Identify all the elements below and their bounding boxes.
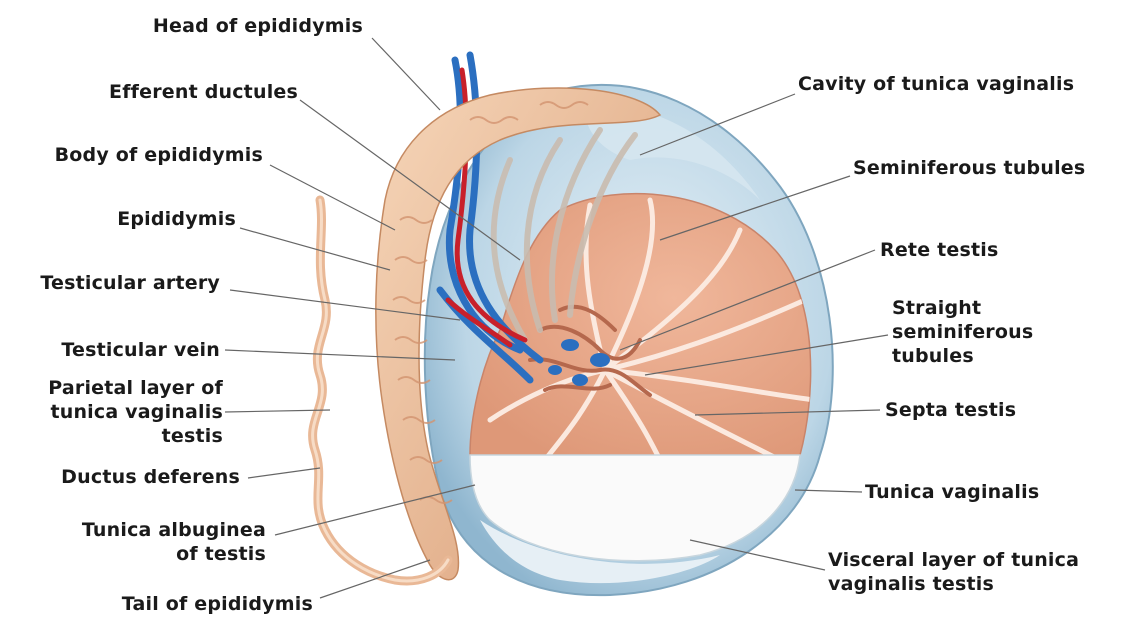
label-straight-line-2: seminiferous <box>892 320 1033 344</box>
label-tunica-albuginea: Tunica albuginea of testis <box>82 518 266 566</box>
label-visceral-line-2: vaginalis testis <box>828 572 1079 596</box>
label-straight-line-3: tubules <box>892 344 1033 368</box>
label-septa-testis: Septa testis <box>885 398 1016 422</box>
label-body-of-epididymis: Body of epididymis <box>55 143 263 167</box>
label-visceral-line-1: Visceral layer of tunica <box>828 548 1079 572</box>
label-straight-line-1: Straight <box>892 296 1033 320</box>
label-ductus-deferens: Ductus deferens <box>61 465 240 489</box>
label-albuginea-line-1: Tunica albuginea <box>82 518 266 542</box>
label-testicular-vein: Testicular vein <box>61 338 220 362</box>
label-straight-seminiferous-tubules: Straight seminiferous tubules <box>892 296 1033 368</box>
label-parietal-line-3: testis <box>48 424 223 448</box>
label-efferent-ductules: Efferent ductules <box>109 80 298 104</box>
label-testicular-artery: Testicular artery <box>40 271 220 295</box>
label-parietal-line-1: Parietal layer of <box>48 376 223 400</box>
label-parietal-layer: Parietal layer of tunica vaginalis testi… <box>48 376 223 448</box>
label-tunica-vaginalis: Tunica vaginalis <box>865 480 1039 504</box>
label-parietal-line-2: tunica vaginalis <box>48 400 223 424</box>
label-tail-of-epididymis: Tail of epididymis <box>122 592 313 616</box>
label-seminiferous-tubules: Seminiferous tubules <box>853 156 1085 180</box>
label-epididymis: Epididymis <box>117 207 236 231</box>
label-visceral-layer: Visceral layer of tunica vaginalis testi… <box>828 548 1079 596</box>
label-albuginea-line-2: of testis <box>82 542 266 566</box>
label-head-of-epididymis: Head of epididymis <box>153 14 363 38</box>
label-rete-testis: Rete testis <box>880 238 998 262</box>
label-cavity-of-tunica-vaginalis: Cavity of tunica vaginalis <box>798 72 1074 96</box>
